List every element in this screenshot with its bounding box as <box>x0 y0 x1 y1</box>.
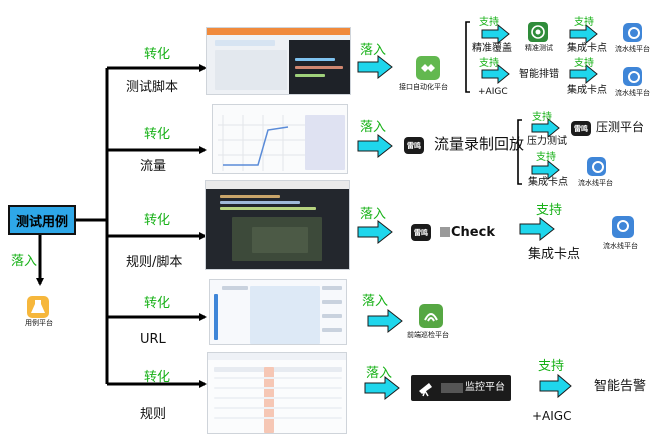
row4-fall-into: 落入 <box>362 294 389 309</box>
smart-troubleshoot: 智能排错 <box>519 69 559 80</box>
pipeline-icon-4 <box>612 216 634 238</box>
row5-fall-into: 落入 <box>366 366 393 381</box>
row2-support-1: 支持 <box>532 112 552 123</box>
precise-test-label: 精准测试 <box>525 44 553 52</box>
row1-support-1: 支持 <box>479 17 499 28</box>
row1-support-4: 支持 <box>574 58 594 69</box>
check-title: Check <box>451 225 495 240</box>
row3-ci-check: 集成卡点 <box>528 247 581 262</box>
row5-aigc: +AIGC <box>532 409 572 423</box>
left-fall-into-label: 落入 <box>11 254 38 269</box>
leiming-badge-1: 雷鸣 <box>404 137 424 154</box>
pipeline-label-2: 流水线平台 <box>615 89 650 97</box>
thumb-url <box>209 279 347 345</box>
frontend-inspection-label: 前端巡检平台 <box>407 331 449 339</box>
row1-support-2: 支持 <box>574 17 594 28</box>
cyan-arrow <box>357 219 393 245</box>
root-node-test-case: 测试用例 <box>8 205 76 235</box>
use-case-platform-label: 用例平台 <box>25 319 53 327</box>
frontend-inspection-icon <box>419 304 443 328</box>
thumb-traffic <box>212 104 348 174</box>
thumb-rule-script <box>205 180 350 270</box>
leiming-badge-3: 雷鸣 <box>411 224 431 241</box>
row2-fall-into: 落入 <box>360 120 387 135</box>
precise-test-icon <box>528 22 548 42</box>
branch-3-label: 规则/脚本 <box>126 255 183 270</box>
monitor-platform-box: 监控平台 <box>411 375 511 401</box>
pressure-test-platform: 压测平台 <box>596 120 645 134</box>
row1-support-3: 支持 <box>479 58 499 69</box>
pipeline-icon-1 <box>623 23 642 42</box>
pipeline-icon-2 <box>623 67 642 86</box>
branch-5-label: 规则 <box>140 407 167 422</box>
pipeline-label-4: 流水线平台 <box>603 242 638 250</box>
redacted-block <box>440 227 450 237</box>
row3-fall-into: 落入 <box>360 207 387 222</box>
row2-support-2: 支持 <box>536 152 556 163</box>
branch-2-label: 流量 <box>140 159 167 174</box>
row1-ci-check-1: 集成卡点 <box>567 43 607 54</box>
api-automation-platform-label: 接口自动化平台 <box>399 83 448 91</box>
branch-3-convert: 转化 <box>144 213 171 228</box>
api-automation-icon <box>416 56 440 80</box>
pipeline-icon-3 <box>587 157 606 176</box>
branch-1-label: 测试脚本 <box>126 80 179 95</box>
monitor-platform-label: 监控平台 <box>465 382 505 393</box>
thumb-rule <box>207 352 347 434</box>
row1-fall-into: 落入 <box>360 43 387 58</box>
pressure-test: 压力测试 <box>527 136 567 147</box>
branch-1-convert: 转化 <box>144 47 171 62</box>
cyan-arrow <box>364 375 400 401</box>
leiming-badge-2: 雷鸣 <box>571 121 591 136</box>
row3-support: 支持 <box>536 203 563 218</box>
pipeline-label-3: 流水线平台 <box>578 179 613 187</box>
branch-2-convert: 转化 <box>144 127 171 142</box>
branch-5-convert: 转化 <box>144 370 171 385</box>
row1-ci-check-2: 集成卡点 <box>567 85 607 96</box>
smart-alarm: 智能告警 <box>594 379 647 394</box>
cyan-arrow <box>357 54 393 80</box>
cyan-arrow <box>367 308 403 334</box>
telescope-icon <box>419 383 432 397</box>
cyan-arrow <box>357 133 393 159</box>
branch-4-convert: 转化 <box>144 296 171 311</box>
pipeline-label-1: 流水线平台 <box>615 45 650 53</box>
row1-aigc: +AIGC <box>478 87 508 97</box>
row2-ci-check: 集成卡点 <box>528 177 568 188</box>
branch-4-label: URL <box>140 332 166 347</box>
thumb-test-script <box>206 27 351 95</box>
traffic-record-replay: 流量录制回放 <box>434 135 525 153</box>
precise-coverage: 精准覆盖 <box>472 43 512 54</box>
row5-support: 支持 <box>538 359 565 374</box>
flask-icon <box>27 296 49 318</box>
